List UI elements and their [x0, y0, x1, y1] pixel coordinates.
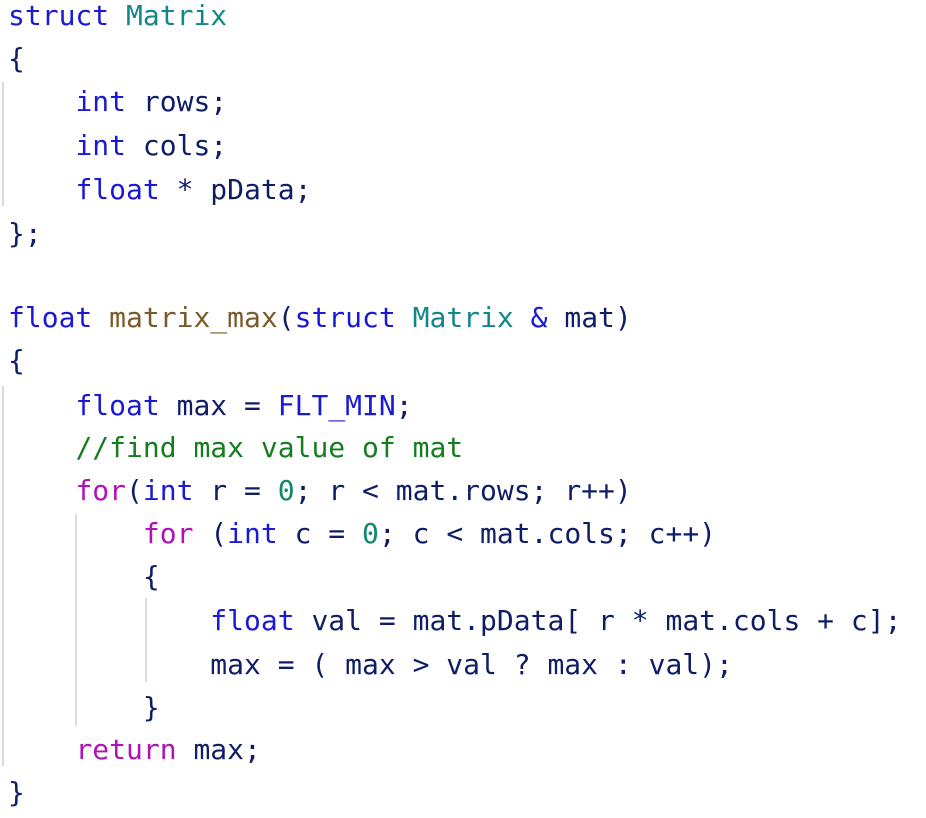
code-token: }: [8, 776, 25, 809]
code-line: }: [8, 688, 160, 728]
code-token: max = ( max > val ? max : val);: [8, 648, 733, 681]
code-line: int rows;: [8, 82, 227, 122]
code-token: {: [8, 42, 25, 75]
code-token: [8, 604, 210, 637]
code-token: int: [227, 517, 278, 550]
code-token: &: [530, 301, 548, 334]
code-token: 0: [277, 474, 295, 507]
code-token: struct: [8, 0, 110, 32]
code-line: {: [8, 39, 25, 79]
code-token: Matrix: [412, 301, 514, 334]
code-token: [8, 85, 75, 118]
code-token: [8, 173, 75, 206]
code-token: [8, 389, 75, 422]
code-line: int cols;: [8, 126, 227, 166]
code-token: [92, 301, 109, 334]
code-token: struct: [294, 301, 396, 334]
code-token: ;: [395, 389, 413, 422]
code-token: matrix_max: [109, 301, 278, 334]
code-token: FLT_MIN: [277, 389, 396, 422]
code-token: [8, 517, 143, 550]
code-line: }: [8, 773, 25, 813]
code-token: [514, 301, 531, 334]
code-token: [8, 431, 75, 464]
code-token: ; r < mat.rows; r++): [294, 474, 632, 507]
code-token: {: [8, 344, 25, 377]
code-line: for (int c = 0; c < mat.cols; c++): [8, 514, 716, 554]
code-token: Matrix: [126, 0, 228, 32]
code-line: max = ( max > val ? max : val);: [8, 645, 733, 685]
code-token: [8, 129, 75, 162]
code-token: float: [210, 604, 295, 637]
code-token: r =: [193, 474, 278, 507]
code-token: val = mat.pData[ r * mat.cols + c];: [294, 604, 902, 637]
code-token: [8, 474, 75, 507]
code-line: {: [8, 341, 25, 381]
code-line: {: [8, 557, 160, 597]
code-token: max;: [176, 733, 261, 766]
code-token: int: [75, 129, 127, 162]
indent-guide: [2, 386, 4, 766]
code-token: [396, 301, 413, 334]
indent-guide: [145, 598, 147, 682]
code-token: [8, 733, 75, 766]
code-token: float: [8, 301, 93, 334]
code-token: (: [126, 474, 143, 507]
code-token: c =: [277, 517, 363, 550]
code-line: //find max value of mat: [8, 428, 463, 468]
code-token: (: [277, 301, 295, 334]
code-token: ; c < mat.cols; c++): [378, 517, 717, 550]
code-line: struct Matrix: [8, 0, 227, 36]
code-token: for: [142, 517, 194, 550]
code-token: float: [75, 389, 160, 422]
code-line: };: [8, 214, 42, 254]
code-token: 0: [362, 517, 379, 550]
code-token: int: [142, 474, 194, 507]
code-token: }: [8, 691, 160, 724]
code-token: for: [75, 474, 127, 507]
code-token: (: [193, 517, 228, 550]
indent-guide: [2, 82, 4, 206]
code-line: float matrix_max(struct Matrix & mat): [8, 298, 632, 338]
code-token: max =: [159, 389, 278, 422]
code-token: float: [75, 173, 160, 206]
code-token: {: [8, 560, 160, 593]
code-token: rows;: [126, 85, 228, 118]
code-token: mat): [547, 301, 632, 334]
code-line: float max = FLT_MIN;: [8, 386, 413, 426]
code-line: float * pData;: [8, 170, 311, 210]
code-token: * pData;: [159, 173, 312, 206]
code-token: };: [8, 217, 42, 250]
code-line: float val = mat.pData[ r * mat.cols + c]…: [8, 601, 901, 641]
indent-guide: [75, 514, 77, 726]
code-token: [109, 0, 126, 32]
code-token: cols;: [126, 129, 228, 162]
code-token: int: [75, 85, 127, 118]
code-line: return max;: [8, 730, 261, 770]
code-line: for(int r = 0; r < mat.rows; r++): [8, 471, 632, 511]
code-token: return: [75, 733, 177, 766]
code-token: //find max value of mat: [75, 431, 464, 464]
